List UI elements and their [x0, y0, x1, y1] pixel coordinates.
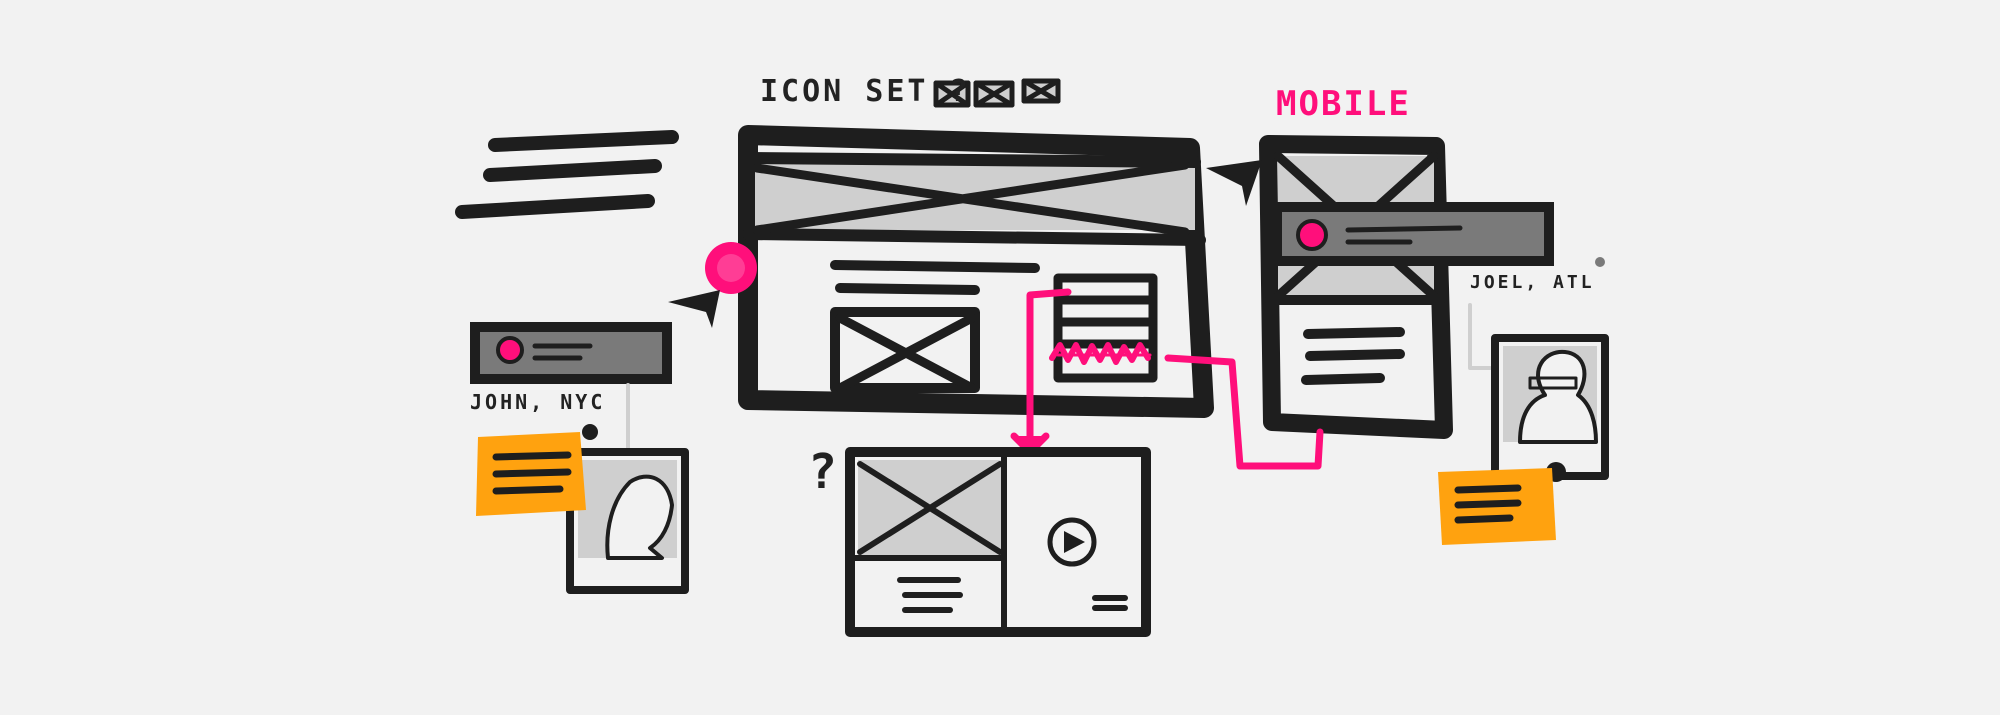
placeholder-image-icon — [830, 307, 980, 393]
detail-wireframe — [845, 447, 1151, 637]
comment-pin — [668, 242, 757, 328]
avatar-icon — [566, 424, 689, 594]
joel-label: JOEL, ATL — [1470, 272, 1595, 293]
hamburger-menu-icon — [455, 130, 679, 219]
flow-connector — [1010, 288, 1324, 470]
comment-card-john — [470, 322, 672, 457]
play-icon — [1047, 517, 1097, 567]
avatar-icon — [1491, 334, 1609, 482]
icon-set-boxes — [933, 78, 1061, 108]
desktop-wireframe — [738, 125, 1214, 418]
icon-set-label: ICON SET ? — [760, 74, 971, 109]
mobile-wireframe — [1206, 135, 1453, 439]
question-mark: ? — [808, 444, 840, 500]
sticky-note-joel — [1438, 468, 1556, 545]
john-label: JOHN, NYC — [470, 390, 606, 414]
sticky-note-john — [476, 432, 586, 516]
comment-card-joel — [1272, 202, 1605, 370]
mobile-label: MOBILE — [1276, 84, 1411, 124]
